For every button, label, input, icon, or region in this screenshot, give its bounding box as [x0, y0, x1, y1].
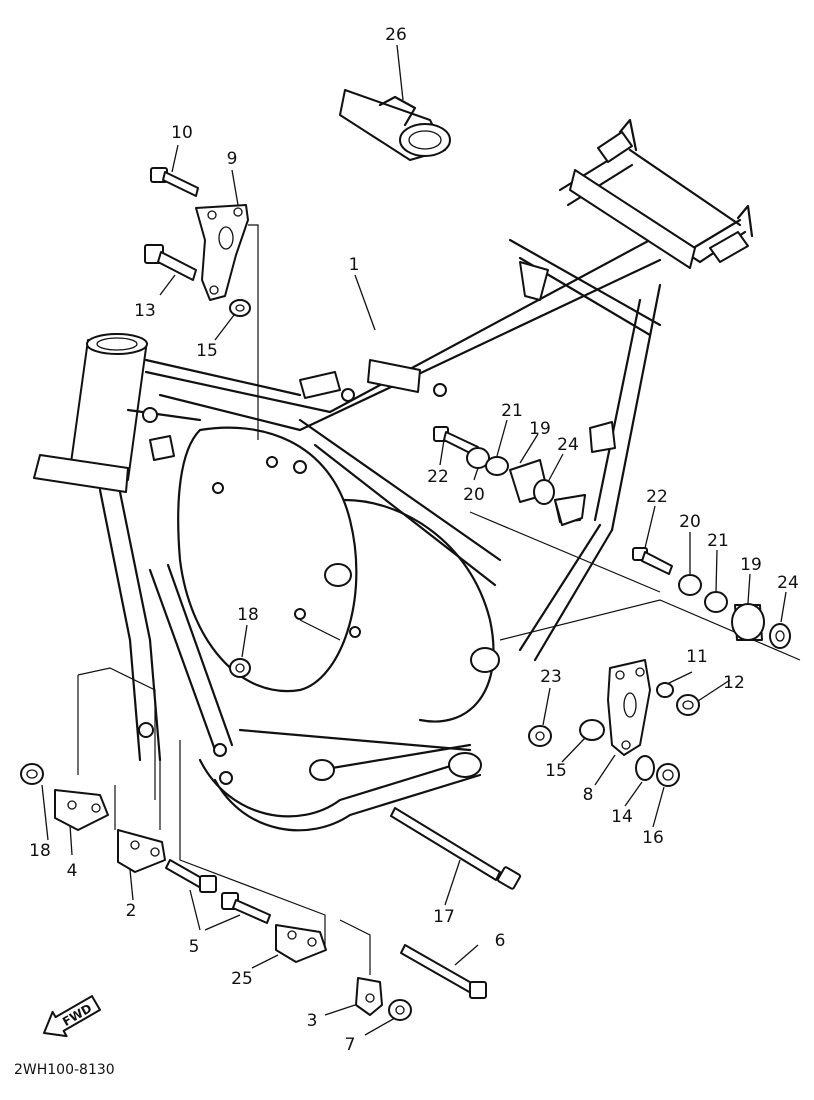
callout-25: 25: [231, 969, 253, 989]
part-11-washer: [656, 682, 674, 698]
callout-15-right: 15: [545, 761, 567, 781]
callout-21-upper: 21: [501, 401, 523, 421]
callout-13: 13: [134, 301, 156, 321]
callout-1: 1: [349, 255, 360, 275]
forward-direction-arrow: FWD: [43, 995, 101, 1038]
part-18-nut-upper: [229, 658, 251, 678]
callout-3: 3: [307, 1011, 318, 1031]
callout-26: 26: [385, 25, 407, 45]
part-23-nut: [528, 725, 552, 747]
assembly-leader-lines: [77, 224, 801, 975]
part-9-bracket: [195, 204, 249, 301]
main-frame: [33, 118, 754, 832]
part-26-cover: [339, 89, 451, 161]
callout-labels: 26 10 9 13 15 1 21 19 24 22 20 22 20 21 …: [29, 25, 799, 1055]
callout-19-upper: 19: [529, 419, 551, 439]
part-3-bracket: [355, 977, 383, 1016]
part-8-bracket: [607, 659, 651, 756]
callout-10: 10: [171, 123, 193, 143]
part-15-washer-top: [229, 299, 251, 317]
part-6-bolt: [400, 944, 487, 999]
callout-23: 23: [540, 667, 562, 687]
part-25-bracket: [275, 924, 327, 963]
part-10-bolt: [150, 167, 199, 197]
callout-24-upper: 24: [557, 435, 579, 455]
part-15-washer-right: [579, 719, 605, 741]
rear-engine-mount-hardware: [632, 547, 791, 649]
part-18-nut-lower: [20, 763, 44, 785]
callout-18-upper: 18: [237, 605, 259, 625]
callout-7: 7: [345, 1035, 356, 1055]
callout-18-lower: 18: [29, 841, 51, 861]
callout-20-upper: 20: [463, 485, 485, 505]
callout-22-upper: 22: [427, 467, 449, 487]
part-14-washer: [635, 755, 655, 781]
callout-22-right: 22: [646, 487, 668, 507]
callout-2: 2: [126, 901, 137, 921]
callout-15-top: 15: [196, 341, 218, 361]
diagram-part-code: 2WH100-8130: [14, 1062, 115, 1078]
callout-24-right: 24: [777, 573, 799, 593]
callout-17: 17: [433, 907, 455, 927]
callout-19-right: 19: [740, 555, 762, 575]
callout-12: 12: [723, 673, 745, 693]
callout-4: 4: [67, 861, 78, 881]
part-17-long-bolt: [390, 807, 522, 890]
part-12-nut: [676, 694, 700, 716]
part-13-bolt: [144, 244, 197, 281]
callout-5: 5: [189, 937, 200, 957]
callout-14: 14: [611, 807, 633, 827]
callout-11: 11: [686, 647, 708, 667]
callout-8: 8: [583, 785, 594, 805]
part-5-bolts: [165, 859, 271, 924]
callout-9: 9: [227, 149, 238, 169]
upper-engine-mount-hardware: [433, 426, 586, 526]
part-4-bracket: [54, 789, 109, 831]
callout-leaders: [41, 44, 787, 1036]
callout-6: 6: [495, 931, 506, 951]
callout-21-right: 21: [707, 531, 729, 551]
callout-16: 16: [642, 828, 664, 848]
part-7-nut: [388, 999, 412, 1021]
part-2-bracket: [117, 829, 166, 873]
part-16-nut: [656, 763, 680, 787]
callout-20-right: 20: [679, 512, 701, 532]
